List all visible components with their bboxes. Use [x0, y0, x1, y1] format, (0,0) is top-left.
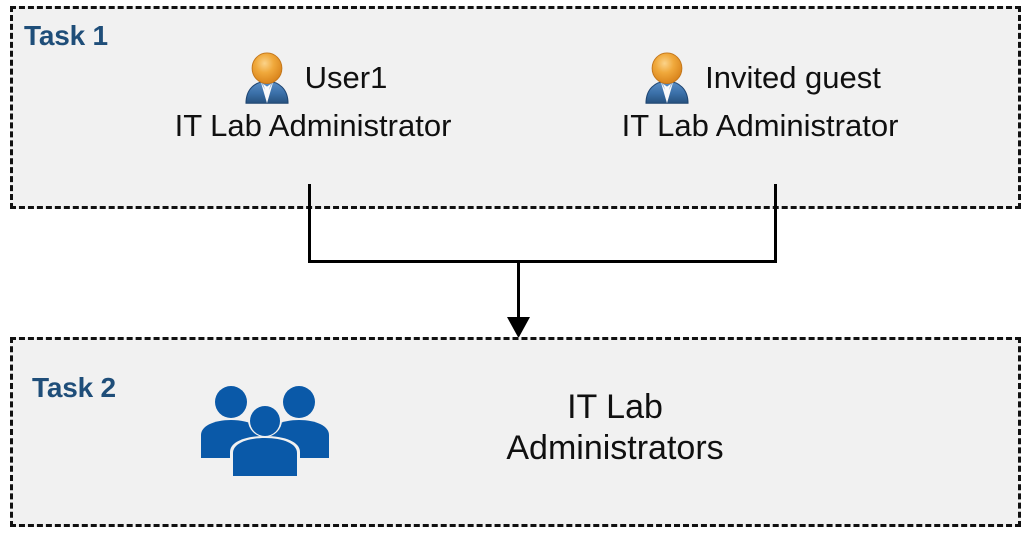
- person-guest-role: IT Lab Administrator: [621, 108, 899, 143]
- group-label-line2: Administrators: [506, 429, 724, 467]
- task-1-container: [10, 6, 1021, 209]
- group-entry-it-lab-administrators: IT Lab Administrators: [200, 380, 840, 476]
- person-entry-invited-guest: Invited guest IT Lab Administrator: [560, 46, 960, 143]
- person-guest-header: Invited guest: [560, 46, 960, 108]
- person-user1-name: User1: [304, 59, 388, 95]
- task-2-container: [10, 337, 1021, 527]
- group-label-line1: IT Lab: [567, 387, 663, 426]
- group-label: IT Lab Administrators: [390, 387, 840, 470]
- down-arrow-icon: [507, 317, 530, 338]
- user-icon: [639, 49, 695, 105]
- person-user1-role: IT Lab Administrator: [174, 108, 452, 143]
- person-entry-user1: User1 IT Lab Administrator: [128, 46, 498, 143]
- user-icon: [239, 49, 295, 105]
- person-user1-header: User1: [128, 46, 498, 108]
- group-of-people-icon: [200, 380, 330, 476]
- task-2-label: Task 2: [32, 372, 116, 403]
- task-1-label: Task 1: [24, 20, 108, 51]
- person-guest-name: Invited guest: [705, 59, 881, 95]
